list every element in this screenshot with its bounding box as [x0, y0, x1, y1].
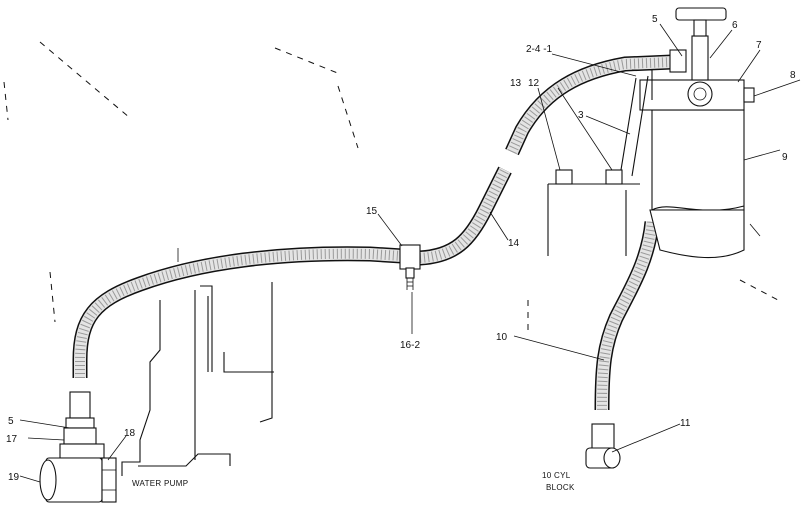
callout-11: 11: [680, 418, 691, 429]
callout-6: 6: [732, 20, 738, 31]
callout-17: 17: [6, 434, 18, 445]
regulator-housing-9: [555, 7, 755, 259]
callout-13: 13: [510, 78, 522, 89]
hose-10: [594, 221, 660, 411]
elbow-fitting-11: [585, 423, 621, 469]
callout-19: 19: [8, 472, 20, 483]
hose-main: [72, 246, 403, 378]
cyl-block-label-line2: BLOCK: [546, 483, 575, 492]
notes: WATER PUMP 10 CYL BLOCK: [132, 471, 575, 492]
callout-15: 15: [366, 206, 378, 217]
callout-labels: 5 6 2-4 -1 7 8 13 12 3 9 15 14 16-2 10 1…: [6, 14, 796, 483]
hose-14: [419, 54, 673, 266]
callout-9: 9: [782, 152, 788, 163]
callout-16-2: 16-2: [400, 340, 420, 351]
callout-2-4-1: 2-4 -1: [526, 44, 553, 55]
callout-3: 3: [578, 110, 584, 121]
leader-lines: [19, 23, 801, 483]
connector-15: [399, 244, 421, 290]
water-pump-assembly: [39, 391, 117, 503]
callout-18: 18: [124, 428, 136, 439]
callout-12: 12: [528, 78, 540, 89]
callout-10: 10: [496, 332, 508, 343]
callout-5-top: 5: [652, 14, 658, 25]
callout-5-bottom: 5: [8, 416, 14, 427]
cyl-block-label-line1: 10 CYL: [542, 471, 571, 480]
callout-14: 14: [508, 238, 520, 249]
water-pump-label: WATER PUMP: [132, 479, 188, 488]
callout-7: 7: [756, 40, 762, 51]
callout-8: 8: [790, 70, 796, 81]
